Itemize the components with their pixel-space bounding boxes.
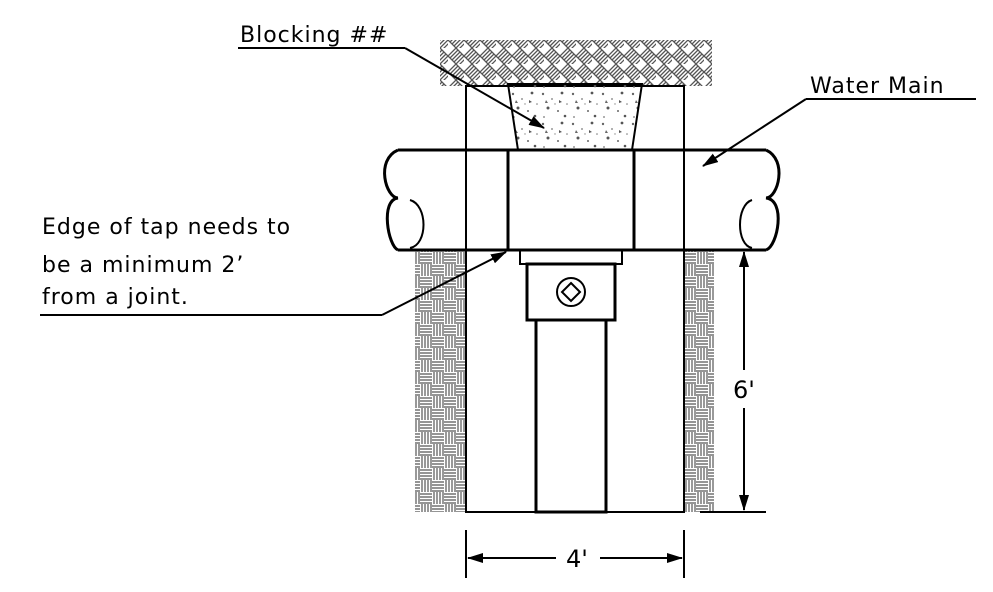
water-main-label: Water Main xyxy=(810,74,945,99)
blocking-leader xyxy=(404,47,545,129)
tapping-sleeve xyxy=(506,148,636,252)
water-main-leader xyxy=(702,98,807,167)
sleeve-flange xyxy=(519,249,623,265)
dim-height-label: 6' xyxy=(733,376,755,404)
blocking-label: Blocking ## xyxy=(240,23,388,48)
tapping-valve xyxy=(525,262,617,322)
pipe-break-left-inner xyxy=(409,199,425,249)
note-line-2: be a minimum 2’ xyxy=(42,253,244,278)
pipe-break-right-inner xyxy=(739,199,753,249)
note-leader xyxy=(381,251,507,316)
soil-hatch-left xyxy=(415,250,465,512)
soil-hatch-top xyxy=(440,40,712,86)
water-main-pipe xyxy=(398,148,766,252)
valve-nut-outer xyxy=(556,277,586,307)
valve-nut-square xyxy=(560,281,582,303)
service-pipe xyxy=(534,318,608,514)
note-line-1: Edge of tap needs to xyxy=(42,215,291,240)
concrete-blocking xyxy=(506,83,644,151)
pipe-break-left xyxy=(383,148,399,252)
soil-hatch-right xyxy=(684,250,714,512)
pipe-break-right xyxy=(765,148,781,252)
note-line-3: from a joint. xyxy=(42,285,189,310)
dim-width-label: 4' xyxy=(566,545,588,573)
